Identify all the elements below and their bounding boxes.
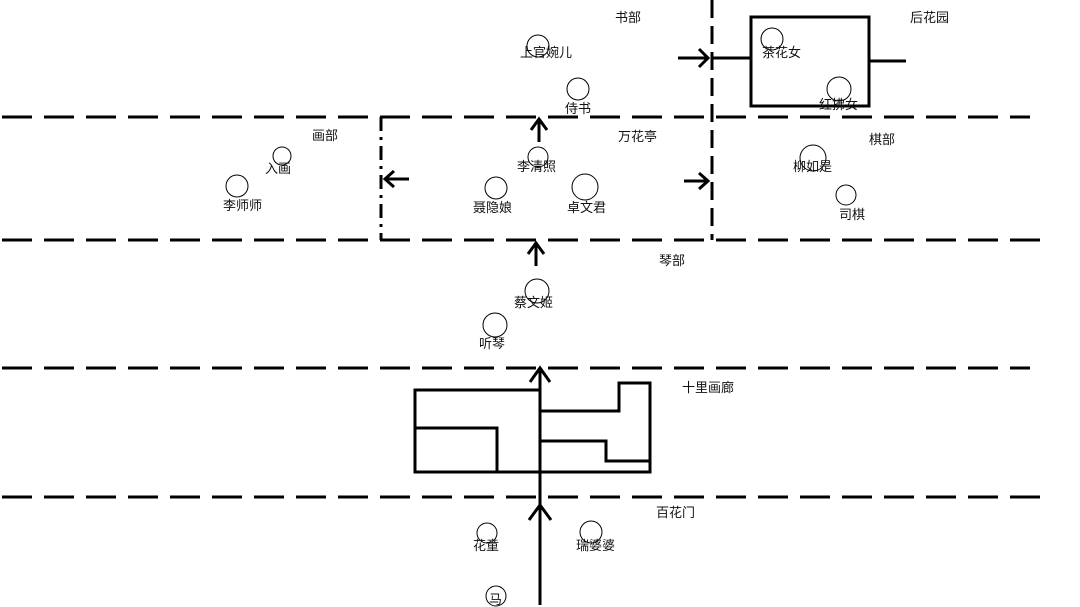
- area-label-baihuamen: 百花门: [656, 505, 695, 521]
- character-label-hongfunv: 红拂女: [819, 97, 858, 113]
- character-label-ruipopo: 瑞婆婆: [576, 539, 615, 554]
- character-label-nieyinniang: 聂隐娘: [473, 201, 512, 216]
- character-label-ma: 马: [489, 593, 502, 607]
- character-label-ruhua: 入画: [265, 162, 291, 177]
- character-marker: [485, 585, 507, 607]
- character-marker: [579, 520, 603, 544]
- arrow-up-qinbu: [526, 240, 546, 266]
- character-label-shangguanwaner: 上官婉儿: [520, 45, 572, 61]
- character-label-chahuanv: 茶花女: [762, 45, 801, 61]
- character-marker: [225, 174, 249, 198]
- area-label-wanhuating: 万花亭: [618, 129, 657, 145]
- character-label-huatong: 花童: [473, 538, 499, 554]
- character-label-liurushi: 柳如是: [793, 159, 832, 175]
- character-marker: [835, 184, 857, 206]
- character-label-shishu: 侍书: [565, 102, 591, 117]
- building-inner-left: [415, 426, 499, 472]
- character-marker: [760, 27, 784, 51]
- area-label-huabu: 画部: [312, 129, 338, 144]
- building-inner-right: [540, 439, 650, 463]
- character-marker: [476, 522, 498, 544]
- area-label-qibu: 棋部: [869, 133, 895, 148]
- character-label-lishishi: 李师师: [223, 199, 262, 214]
- character-marker: [524, 278, 550, 304]
- character-marker: [566, 77, 590, 101]
- character-label-caiwenji: 蔡文姬: [514, 296, 553, 311]
- arrow-left-huabu: [382, 169, 409, 189]
- character-label-siqi: 司棋: [839, 208, 865, 223]
- character-label-tingqin: 听琴: [479, 337, 505, 352]
- area-label-shilihualang: 十里画廊: [682, 380, 734, 396]
- arrow-right-qibu: [684, 171, 711, 191]
- character-label-liqingzhao: 李清照: [517, 160, 556, 175]
- character-marker: [799, 144, 827, 172]
- character-label-zhuowenjun: 卓文君: [567, 201, 606, 216]
- area-label-houhuayuan: 后花园: [910, 10, 949, 26]
- arrow-right-garden: [678, 47, 711, 69]
- character-marker: [484, 176, 508, 200]
- arrow-up-shubu: [529, 116, 549, 142]
- garden-box: [749, 15, 871, 108]
- arrow-up-gallery: [528, 365, 552, 383]
- character-marker: [482, 312, 508, 338]
- character-marker: [526, 34, 550, 58]
- character-marker: [826, 76, 852, 102]
- building-outline: [413, 381, 652, 474]
- arrow-up-bottom: [527, 502, 553, 521]
- character-marker: [527, 146, 549, 168]
- area-label-qinbu: 琴部: [659, 254, 685, 269]
- character-marker: [571, 173, 599, 201]
- area-label-shubu: 书部: [615, 11, 641, 26]
- character-marker: [272, 146, 292, 166]
